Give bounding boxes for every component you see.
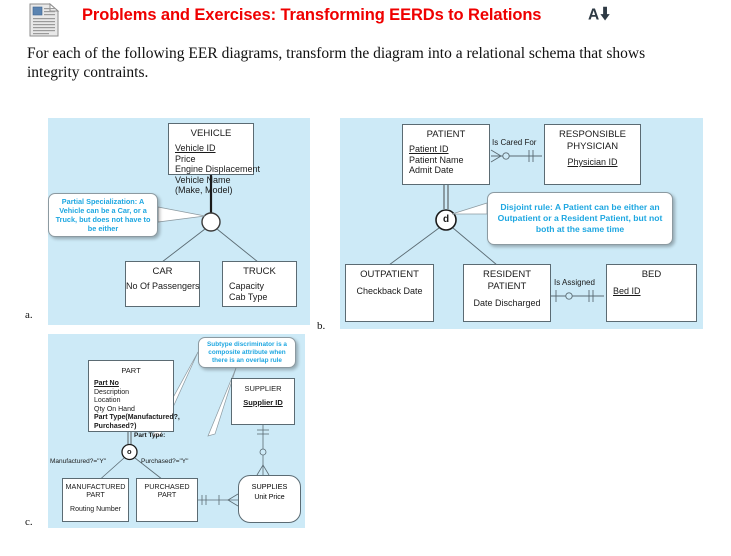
attr-item: Admit Date <box>409 165 454 175</box>
entity-attributes: Supplier ID <box>232 398 294 409</box>
branch-label-manufactured: Manufactured?="Y" <box>50 458 107 465</box>
entity-part[interactable]: PART Part No Description Location Qty On… <box>88 360 180 432</box>
panel-letter-c: c. <box>25 516 33 528</box>
attr-item: Bed ID <box>613 286 641 296</box>
attr-item: Location <box>94 397 121 405</box>
entity-attributes: Vehicle ID Price Engine Displacement Veh… <box>175 143 261 196</box>
entity-patient[interactable]: PATIENT Patient ID Patient Name Admit Da… <box>402 124 490 185</box>
discriminator-label-part-type: Part Type: <box>134 432 166 439</box>
attr-item: (Make, Model) <box>175 185 233 195</box>
callout-disjoint-rule: Disjoint rule: A Patient can be either a… <box>487 192 673 245</box>
entity-name: PURCHASED PART <box>144 482 190 500</box>
entity-attributes: Capacity Cab Type <box>229 281 296 302</box>
attr-item: Price <box>175 153 196 164</box>
entity-attributes: Bed ID <box>613 286 696 297</box>
entity-vehicle[interactable]: VEHICLE Vehicle ID Price Engine Displace… <box>168 123 260 195</box>
attr-item: Engine Displacement <box>175 164 261 174</box>
entity-attributes: Checkback Date <box>346 286 433 297</box>
attr-item: Vehicle ID <box>175 143 216 153</box>
attr-item: Checkback Date <box>356 286 423 296</box>
page-title: Problems and Exercises: Transforming EER… <box>82 6 542 24</box>
entity-attributes: Date Discharged <box>464 298 550 309</box>
entity-name: RESIDENT PATIENT <box>482 269 532 292</box>
document-icon <box>29 3 60 37</box>
a-down-arrow-icon[interactable]: A <box>588 4 610 26</box>
attr-item: Cab Type <box>229 291 268 302</box>
attr-item: Patient Name <box>409 154 464 165</box>
attr-item: Routing Number <box>70 505 121 513</box>
entity-name: BED <box>641 269 662 280</box>
relationship-supplies[interactable]: SUPPLIES Unit Price <box>238 475 301 523</box>
entity-attributes: No Of Passengers <box>126 281 200 292</box>
entity-car[interactable]: CAR No Of Passengers <box>125 261 200 307</box>
attr-item: Vehicle Name <box>175 174 231 185</box>
attr-item: No Of Passengers <box>126 281 200 291</box>
entity-bed[interactable]: BED Bed ID <box>606 264 697 322</box>
entity-name: PART <box>121 366 141 375</box>
entity-name: PATIENT <box>426 129 466 140</box>
branch-label-purchased: Purchased?="Y" <box>141 458 189 465</box>
callout-partial-specialization: Partial Specialization: A Vehicle can be… <box>48 193 158 237</box>
attr-item: Unit Price <box>254 494 285 501</box>
attr-item: Part No <box>94 380 119 387</box>
relationship-name: SUPPLIES <box>251 482 288 491</box>
intro-paragraph: For each of the following EER diagrams, … <box>27 45 646 81</box>
entity-name: VEHICLE <box>190 128 232 139</box>
relationship-label-is-assigned: Is Assigned <box>554 278 595 287</box>
panel-letter-a: a. <box>25 309 33 321</box>
entity-name: OUTPATIENT <box>360 269 419 280</box>
disjoint-symbol-d: d <box>443 214 450 225</box>
entity-truck[interactable]: TRUCK Capacity Cab Type <box>222 261 297 307</box>
entity-attributes: Part No Description Location Qty On Hand… <box>94 380 180 432</box>
relationship-label-is-cared-for: Is Cared For <box>492 138 537 147</box>
callout-subtype-discriminator: Subtype discriminator is a composite att… <box>198 337 296 368</box>
overlap-symbol-o: o <box>127 447 132 456</box>
attr-item: Date Discharged <box>473 298 541 308</box>
entity-purchased-part[interactable]: PURCHASED PART <box>136 478 198 522</box>
entity-name: CAR <box>152 266 173 277</box>
page-header: Problems and Exercises: Transforming EER… <box>0 0 731 40</box>
attr-item: Capacity <box>229 281 265 291</box>
entity-attributes: Patient ID Patient Name Admit Date <box>409 144 489 176</box>
entity-supplier[interactable]: SUPPLIER Supplier ID <box>231 378 295 425</box>
entity-resident-patient[interactable]: RESIDENT PATIENT Date Discharged <box>463 264 551 322</box>
panel-letter-b: b. <box>317 320 326 332</box>
svg-text:A: A <box>588 7 599 24</box>
attr-item: Qty On Hand <box>94 405 135 413</box>
attr-item: Purchased?) <box>94 422 137 430</box>
entity-name: TRUCK <box>243 266 276 277</box>
attr-item: Supplier ID <box>243 398 283 407</box>
entity-name: RESPONSIBLE PHYSICIAN <box>558 129 627 152</box>
relationship-attributes: Unit Price <box>239 494 300 501</box>
entity-name: SUPPLIER <box>244 384 282 393</box>
entity-name: MANUFACTURED PART <box>65 482 126 500</box>
entity-outpatient[interactable]: OUTPATIENT Checkback Date <box>345 264 434 322</box>
entity-attributes: Physician ID <box>545 157 640 168</box>
attr-item: Physician ID <box>567 157 618 167</box>
attr-item: Description <box>94 388 130 396</box>
entity-manufactured-part[interactable]: MANUFACTURED PART Routing Number <box>62 478 129 522</box>
attr-item: Part Type(Manufactured?, <box>94 414 180 422</box>
entity-responsible-physician[interactable]: RESPONSIBLE PHYSICIAN Physician ID <box>544 124 641 185</box>
attr-item: Patient ID <box>409 144 449 154</box>
entity-attributes: Routing Number <box>63 505 128 516</box>
